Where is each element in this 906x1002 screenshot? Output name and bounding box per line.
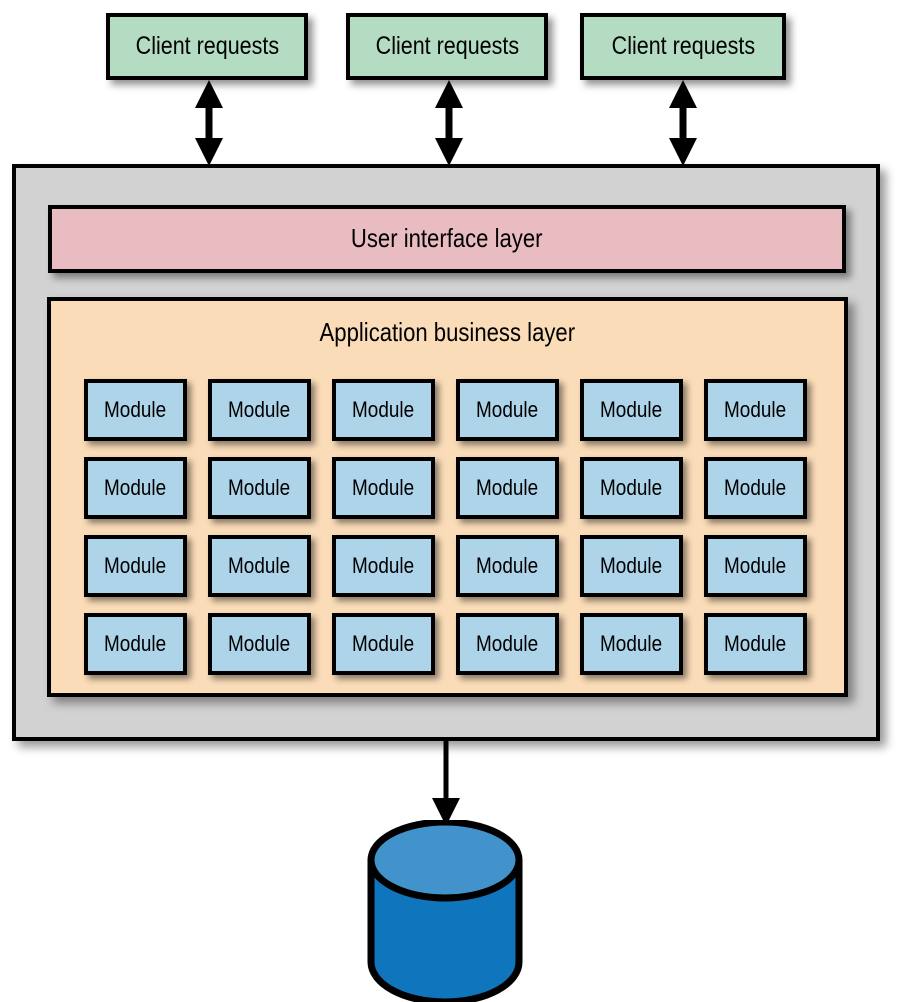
module-box[interactable]: Module [84, 535, 187, 597]
module-label: Module [476, 397, 539, 422]
module-label: Module [104, 553, 167, 578]
module-label: Module [104, 475, 167, 500]
module-label: Module [600, 397, 663, 422]
module-box[interactable]: Module [704, 379, 807, 441]
module-label: Module [228, 553, 291, 578]
module-box[interactable]: Module [208, 613, 311, 675]
module-box[interactable]: Module [332, 535, 435, 597]
module-box[interactable]: Module [580, 457, 683, 519]
client-requests-box-2[interactable]: Client requests [346, 13, 548, 80]
application-business-layer-title: Application business layer [319, 317, 576, 347]
module-box[interactable]: Module [704, 535, 807, 597]
module-label: Module [352, 631, 415, 656]
module-label: Module [476, 631, 539, 656]
module-box[interactable]: Module [84, 379, 187, 441]
module-box[interactable]: Module [208, 457, 311, 519]
user-interface-layer-label: User interface layer [351, 223, 543, 254]
module-label: Module [228, 397, 291, 422]
module-box[interactable]: Module [704, 457, 807, 519]
module-box[interactable]: Module [332, 613, 435, 675]
database-top-ellipse [367, 820, 523, 902]
module-label: Module [352, 475, 415, 500]
module-label: Module [352, 397, 415, 422]
bidirectional-arrow-icon-1 [195, 80, 223, 166]
module-grid: Module Module Module Module Module Modul… [84, 379, 810, 675]
module-label: Module [724, 631, 787, 656]
module-box[interactable]: Module [456, 613, 559, 675]
module-label: Module [724, 397, 787, 422]
module-label: Module [476, 553, 539, 578]
client-requests-box-3[interactable]: Client requests [580, 13, 786, 80]
module-box[interactable]: Module [456, 457, 559, 519]
module-box[interactable]: Module [84, 457, 187, 519]
module-box[interactable]: Module [580, 535, 683, 597]
bidirectional-arrow-icon-3 [669, 80, 697, 166]
module-box[interactable]: Module [208, 379, 311, 441]
module-box[interactable]: Module [580, 379, 683, 441]
module-label: Module [228, 475, 291, 500]
module-box[interactable]: Module [332, 379, 435, 441]
module-box[interactable]: Module [580, 613, 683, 675]
module-label: Module [476, 475, 539, 500]
application-business-layer[interactable]: Application business layer Module Module… [47, 297, 848, 697]
database-cylinder[interactable] [366, 820, 524, 1002]
module-label: Module [104, 631, 167, 656]
module-box[interactable]: Module [704, 613, 807, 675]
module-label: Module [600, 631, 663, 656]
module-box[interactable]: Module [84, 613, 187, 675]
down-arrow-icon [432, 738, 460, 826]
client-requests-label: Client requests [375, 32, 519, 61]
module-label: Module [600, 553, 663, 578]
module-box[interactable]: Module [332, 457, 435, 519]
module-box[interactable]: Module [456, 379, 559, 441]
module-box[interactable]: Module [208, 535, 311, 597]
client-requests-label: Client requests [135, 32, 279, 61]
module-label: Module [724, 475, 787, 500]
module-label: Module [724, 553, 787, 578]
client-requests-label: Client requests [611, 32, 755, 61]
module-label: Module [228, 631, 291, 656]
client-requests-box-1[interactable]: Client requests [106, 13, 308, 80]
module-label: Module [600, 475, 663, 500]
module-label: Module [104, 397, 167, 422]
module-label: Module [352, 553, 415, 578]
user-interface-layer[interactable]: User interface layer [48, 205, 846, 273]
bidirectional-arrow-icon-2 [435, 80, 463, 166]
module-box[interactable]: Module [456, 535, 559, 597]
